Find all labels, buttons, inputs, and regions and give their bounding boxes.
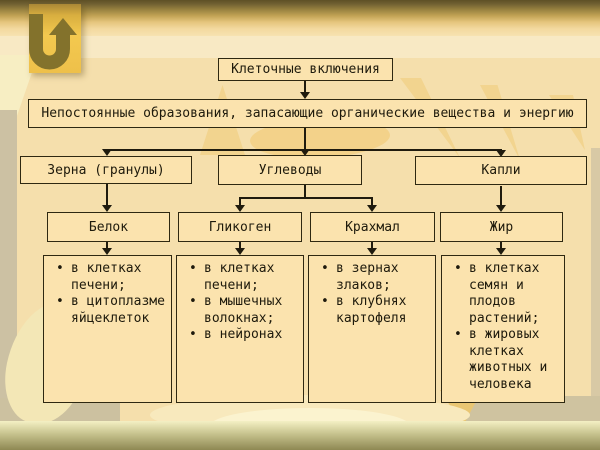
u-turn-arrow-icon	[29, 4, 81, 73]
arrowhead	[235, 248, 245, 255]
list-item: в нейронах	[189, 327, 301, 344]
connector-drop	[106, 242, 108, 248]
group-box-grains: Зерна (гранулы)	[20, 156, 192, 184]
arrowhead	[367, 205, 377, 212]
connector-grain-protein	[106, 184, 108, 206]
list-item: в клетках печени;	[56, 261, 169, 294]
connector-drop	[371, 242, 373, 248]
background-sun-highlight	[210, 408, 410, 444]
arrowhead	[102, 205, 112, 212]
substance-box-glycogen: Гликоген	[178, 212, 302, 242]
arrowhead	[496, 248, 506, 255]
arrowhead	[300, 149, 310, 156]
list-item: в зернах злаков;	[321, 261, 433, 294]
connector-def-stub	[304, 128, 306, 151]
list-item: в цитоплазме яйцеклеток	[56, 294, 169, 327]
title-box: Клеточные включения	[218, 58, 393, 81]
connector-title-def	[304, 81, 306, 93]
connector-drop	[239, 242, 241, 248]
connector-branch-2	[239, 197, 373, 199]
location-list-fat: в клетках семян и плодов растений; в жир…	[441, 255, 565, 403]
list-item: в клубнях картофеля	[321, 294, 433, 327]
location-list-glycogen: в клетках печени; в мышечных волокнах; в…	[176, 255, 304, 403]
arrowhead	[235, 205, 245, 212]
arrowhead	[102, 149, 112, 156]
connector-drop-fat	[500, 186, 502, 205]
group-box-carbohydrates: Углеводы	[218, 155, 362, 185]
arrowhead	[496, 205, 506, 212]
top-gradient-band	[0, 0, 600, 36]
substance-box-starch: Крахмал	[310, 212, 435, 242]
background-right-edge	[591, 148, 600, 450]
arrowhead	[102, 248, 112, 255]
return-button[interactable]	[29, 4, 81, 73]
substance-box-fat: Жир	[440, 212, 563, 242]
background-light-strip	[0, 36, 600, 58]
bottom-gradient-band	[0, 421, 600, 450]
background-left-edge	[0, 110, 17, 450]
connector-carb-stub	[304, 185, 306, 199]
list-item: в жировых клетках животных и человека	[454, 327, 562, 393]
group-box-drops: Капли	[415, 156, 587, 185]
connector-drop	[239, 199, 241, 205]
arrowhead	[300, 92, 310, 99]
definition-box: Непостоянные образования, запасающие орг…	[28, 99, 587, 128]
arrowhead	[496, 150, 506, 157]
location-list-starch: в зернах злаков; в клубнях картофеля	[308, 255, 436, 403]
list-item: в клетках печени;	[189, 261, 301, 294]
substance-box-protein: Белок	[47, 212, 170, 242]
list-item: в клетках семян и плодов растений;	[454, 261, 562, 327]
location-list-protein: в клетках печени; в цитоплазме яйцеклето…	[43, 255, 172, 403]
arrowhead	[367, 248, 377, 255]
connector-drop	[371, 199, 373, 205]
list-item: в мышечных волокнах;	[189, 294, 301, 327]
connector-drop	[500, 242, 502, 248]
